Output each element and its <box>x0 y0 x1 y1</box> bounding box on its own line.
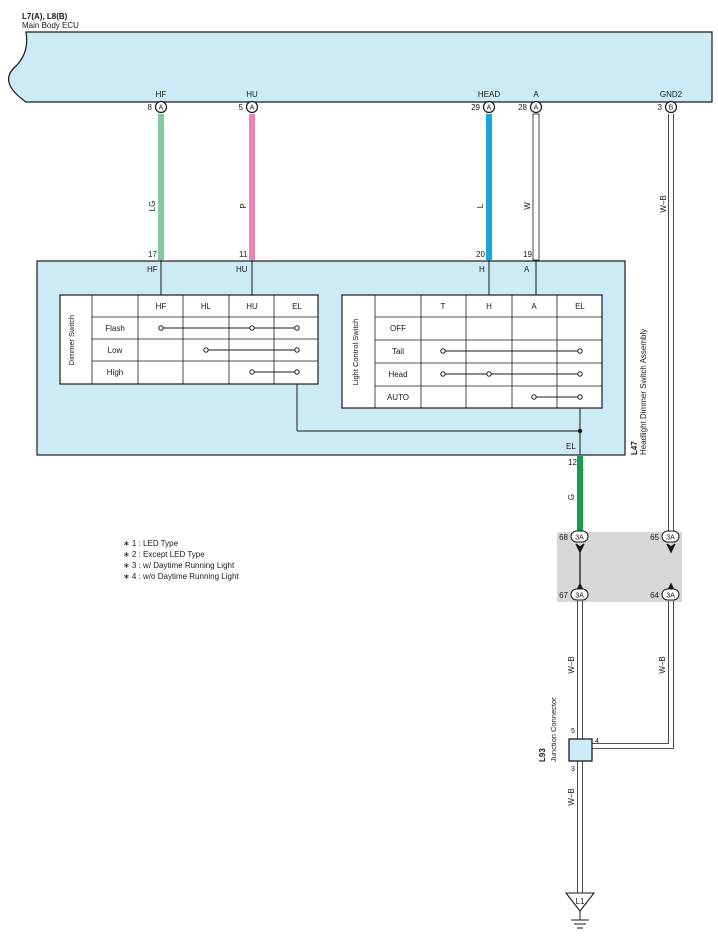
ecu-name: Main Body ECU <box>22 21 79 30</box>
note-1: ∗ 1 : LED Type <box>123 539 179 548</box>
wire-a-color: W <box>523 202 532 210</box>
ecu-pin-num-hu: 5 <box>239 103 244 112</box>
ecu-connector-gnd2: B 3 <box>658 100 678 114</box>
ecu-pin-label-gnd2: GND2 <box>660 90 683 99</box>
ecu-pin-label-hf: HF <box>156 90 167 99</box>
ecu-connector-head: A 29 <box>471 100 496 114</box>
switch-pin-label-a: A <box>524 265 530 274</box>
svg-text:B: B <box>669 105 674 112</box>
ecu-body <box>8 31 713 103</box>
dimmer-row-flash: Flash <box>105 324 125 333</box>
ecu-code: L7(A), L8(B) <box>22 12 68 21</box>
ecu-pin-num-gnd2: 3 <box>658 103 663 112</box>
svg-text:A: A <box>487 105 492 112</box>
note-4: ∗ 4 : w/o Daytime Running Light <box>123 572 239 581</box>
switch-pin-num-hf: 17 <box>148 250 157 259</box>
dimmer-col-el: EL <box>292 302 302 311</box>
junction-connector-code: L93 <box>538 748 547 762</box>
junction-3a-conn-64: 3A 64 <box>650 588 680 601</box>
svg-text:A: A <box>534 105 539 112</box>
switch-pin-label-hf: HF <box>147 265 158 274</box>
wire-head <box>486 114 492 260</box>
wire-head-color: L <box>476 203 485 208</box>
ecu-pin-num-a: 28 <box>518 103 527 112</box>
switch-el-label: EL <box>566 442 576 451</box>
wire-right-mid-color: W–B <box>658 656 667 673</box>
light-row-head: Head <box>388 370 407 379</box>
ecu-pin-label-a: A <box>533 90 539 99</box>
dimmer-col-hu: HU <box>246 302 258 311</box>
dimmer-switch-table: Dimmer Switch HF HL HU EL Flash Low High <box>59 294 319 385</box>
note-2: ∗ 2 : Except LED Type <box>123 550 205 559</box>
light-col-t: T <box>441 302 446 311</box>
junction-connector-l93: 5 4 3 <box>568 728 599 773</box>
switch-el-num: 12 <box>568 458 577 467</box>
svg-text:4: 4 <box>595 738 599 745</box>
ecu-connector-hu: A 5 <box>239 100 259 114</box>
wire-el <box>577 456 583 534</box>
svg-text:68: 68 <box>559 533 568 542</box>
switch-pin-label-h: H <box>479 265 485 274</box>
ecu-pin-num-hf: 8 <box>148 103 153 112</box>
ecu-connector-hf: A 8 <box>148 100 168 114</box>
light-control-switch-table: Light Control Switch T H A EL OFF Tail H… <box>341 294 603 409</box>
junction-connector-name: Junction Connector <box>549 697 558 762</box>
el-junction-dot <box>577 428 583 434</box>
wire-hu-color: P <box>239 203 248 208</box>
ground-symbol: L1 <box>564 892 596 929</box>
ecu-pin-num-head: 29 <box>471 103 480 112</box>
light-control-title: Light Control Switch <box>351 319 360 386</box>
ground-label: L1 <box>576 897 585 906</box>
light-row-tail: Tail <box>392 347 404 356</box>
dimmer-switch-title: Dimmer Switch <box>67 315 76 365</box>
svg-text:3A: 3A <box>575 593 584 600</box>
note-3: ∗ 3 : w/ Daytime Running Light <box>123 561 235 570</box>
svg-text:A: A <box>159 105 164 112</box>
ecu-pin-label-hu: HU <box>246 90 258 99</box>
svg-text:3A: 3A <box>666 593 675 600</box>
wire-bottom-color: W–B <box>567 788 576 805</box>
wire-hf-color: LG <box>148 201 157 212</box>
wire-el-color: G <box>567 494 576 500</box>
switch-pin-label-hu: HU <box>236 265 248 274</box>
dimmer-col-hl: HL <box>201 302 212 311</box>
dimmer-row-low: Low <box>108 346 123 355</box>
dimmer-row-high: High <box>107 368 123 377</box>
switch-assembly-code: L47 <box>630 441 639 455</box>
light-col-h: H <box>486 302 492 311</box>
light-col-a: A <box>531 302 537 311</box>
notes: ∗ 1 : LED Type ∗ 2 : Except LED Type ∗ 3… <box>123 539 239 581</box>
wire-lower-wb <box>577 601 674 893</box>
dimmer-col-hf: HF <box>156 302 167 311</box>
svg-text:67: 67 <box>559 591 568 600</box>
wire-hu <box>249 114 255 260</box>
svg-text:65: 65 <box>650 533 659 542</box>
junction-3a-conn-68: 3A 68 <box>559 530 589 543</box>
svg-text:3A: 3A <box>666 535 675 542</box>
switch-internal-wiring <box>160 260 581 455</box>
svg-text:3: 3 <box>571 766 575 773</box>
svg-text:5: 5 <box>571 728 575 735</box>
switch-pin-num-a: 19 <box>523 250 532 259</box>
switch-pin-num-h: 20 <box>476 250 485 259</box>
light-col-el: EL <box>575 302 585 311</box>
switch-pin-num-hu: 11 <box>239 250 248 259</box>
light-row-off: OFF <box>390 324 406 333</box>
svg-text:A: A <box>250 105 255 112</box>
wire-gnd2 <box>668 114 674 535</box>
svg-text:3A: 3A <box>575 535 584 542</box>
wire-a <box>532 113 540 261</box>
wire-left-mid-color: W–B <box>567 656 576 673</box>
wire-gnd2-color: W–B <box>659 195 668 212</box>
junction-3a-conn-65: 3A 65 <box>650 530 680 543</box>
wire-hf <box>158 114 164 260</box>
svg-text:64: 64 <box>650 591 659 600</box>
ecu-connector-a: A 28 <box>518 100 543 114</box>
light-row-auto: AUTO <box>387 393 409 402</box>
switch-assembly-name: Headlight Dimmer Switch Assembly <box>639 329 648 455</box>
junction-3a-conn-67: 3A 67 <box>559 588 589 601</box>
ecu-pin-label-head: HEAD <box>478 90 500 99</box>
